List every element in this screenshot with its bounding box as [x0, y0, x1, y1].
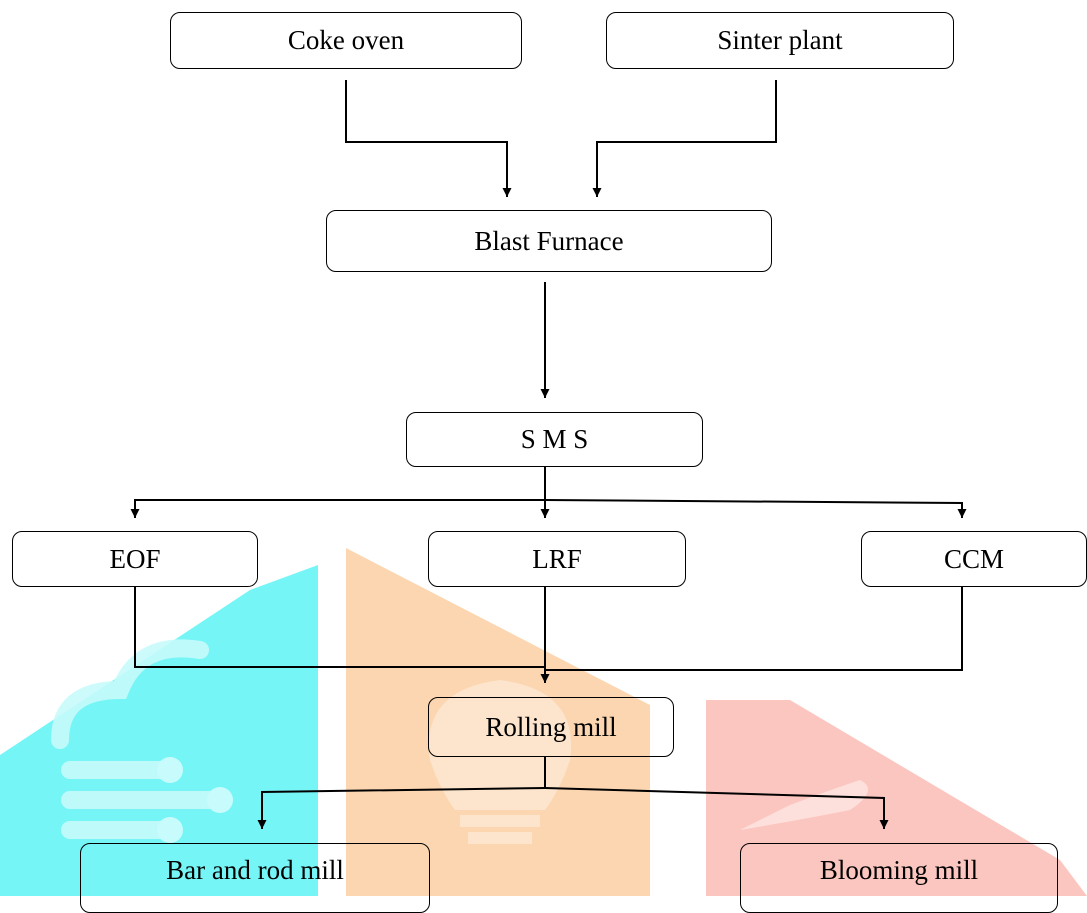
node-rolling-mill: Rolling mill: [428, 697, 674, 757]
edge-sinter-plant-to-blast-furnace: [592, 80, 777, 197]
edge-rolling-mill-to-blooming-mill: [544, 787, 889, 829]
node-ccm-label: CCM: [943, 543, 1005, 574]
node-eof: EOF: [12, 531, 258, 587]
watermark-cyan-cloud-icon: [0, 565, 318, 896]
node-blast-furnace-label: Blast Furnace: [474, 225, 624, 256]
edge-ccm-to-rolling-mill: [545, 587, 963, 671]
node-blooming-mill-label: Blooming mill: [819, 854, 979, 885]
node-blast-furnace: Blast Furnace: [326, 210, 772, 272]
node-blooming-mill: Blooming mill: [740, 843, 1058, 913]
node-coke-oven-label: Coke oven: [287, 25, 405, 55]
node-lrf: LRF: [428, 531, 686, 587]
node-sinter-plant: Sinter plant: [606, 12, 954, 69]
node-sms-label: S M S: [520, 424, 589, 454]
node-sms: S M S: [406, 412, 703, 467]
node-bar-and-rod-mill: Bar and rod mill: [80, 843, 430, 913]
watermark-red-shape-icon: [706, 700, 1087, 896]
node-coke-oven: Coke oven: [170, 12, 522, 69]
node-bar-and-rod-mill-label: Bar and rod mill: [166, 854, 344, 885]
node-eof-label: EOF: [109, 543, 161, 574]
node-rolling-mill-label: Rolling mill: [485, 711, 617, 742]
watermark-orange-lightbulb-icon: [346, 548, 650, 896]
edge-rolling-mill-to-bar-and-rod-mill: [257, 787, 546, 829]
node-lrf-label: LRF: [532, 543, 582, 574]
edge-coke-oven-to-blast-furnace: [345, 80, 512, 197]
edge-sms-to-ccm: [544, 499, 967, 518]
edge-sms-to-eof: [130, 499, 545, 518]
node-sinter-plant-label: Sinter plant: [717, 25, 843, 55]
node-ccm: CCM: [861, 531, 1087, 587]
edge-eof-to-rolling-mill: [134, 587, 545, 668]
